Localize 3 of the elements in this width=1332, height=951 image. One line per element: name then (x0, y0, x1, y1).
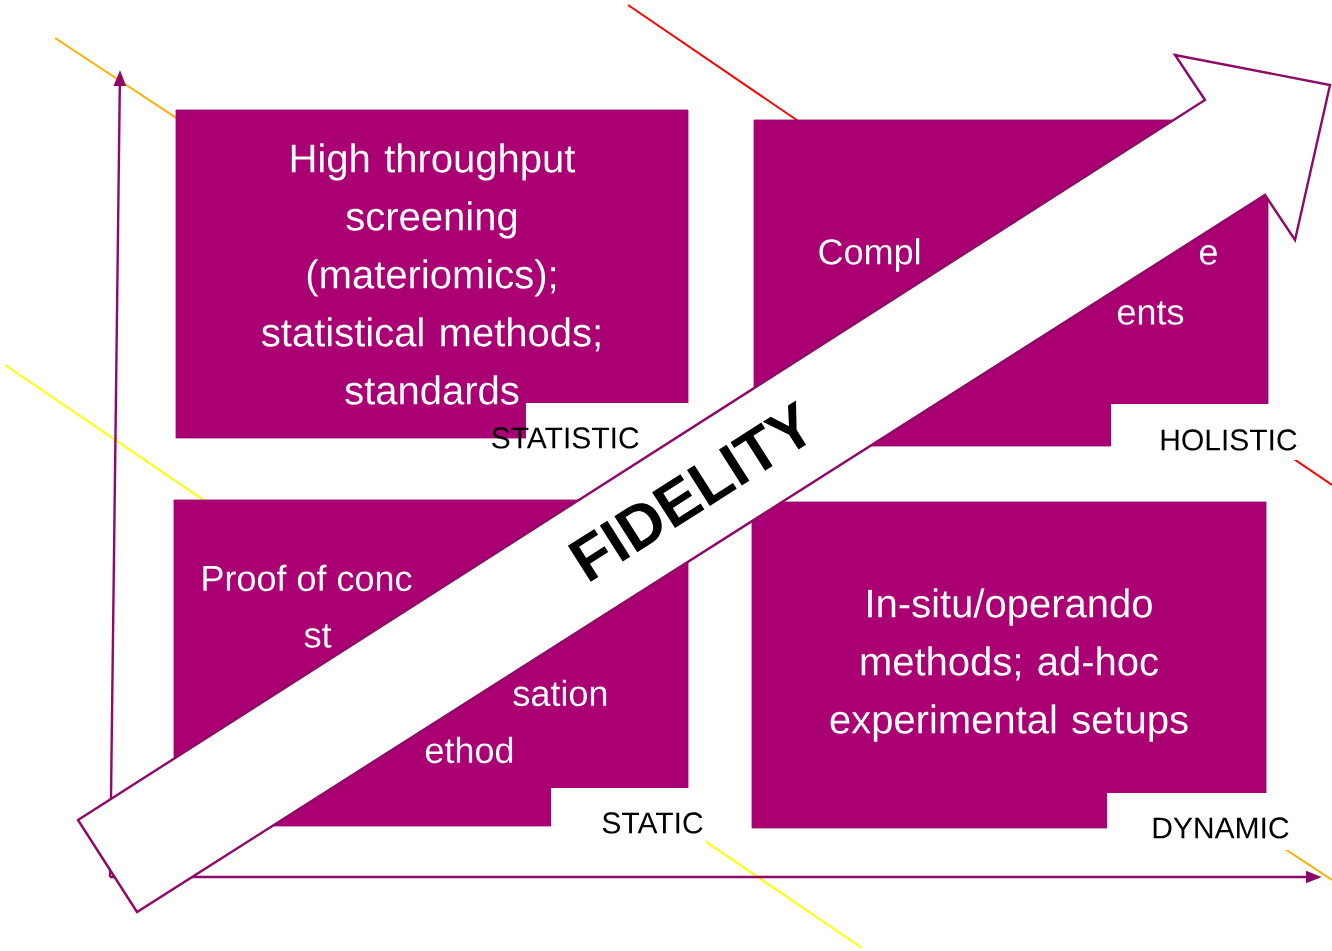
corner-label: DYNAMIC (1107, 793, 1300, 850)
corner-label: STATIC (551, 788, 706, 845)
corner-label: HOLISTIC (1111, 404, 1300, 460)
